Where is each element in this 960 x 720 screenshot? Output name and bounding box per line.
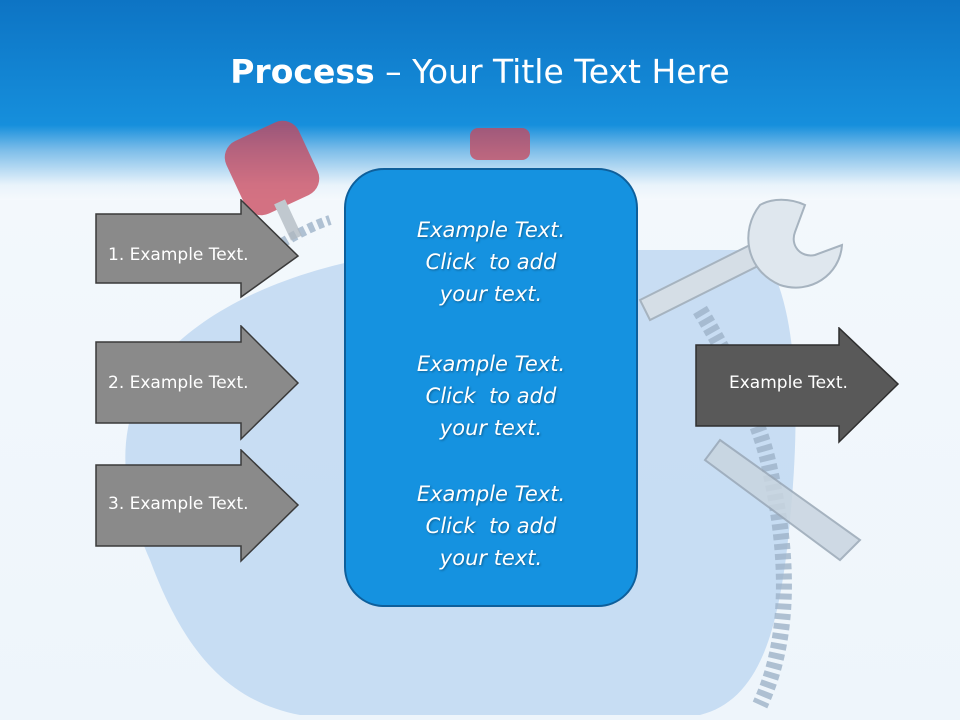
center-block-2-line-1: Example Text. [416, 352, 566, 376]
center-block-2-line-2: Click to add [425, 384, 557, 408]
step-arrow-1 [95, 199, 300, 299]
center-block-3-line-1: Example Text. [416, 482, 566, 506]
wrench-icon [638, 198, 844, 322]
center-block-2: Example Text. Click to add your text. [346, 348, 636, 444]
center-block-3-line-2: Click to add [425, 514, 557, 538]
result-arrow [695, 327, 900, 444]
center-block-3: Example Text. Click to add your text. [346, 478, 636, 574]
step-arrow-3-label: 3. Example Text. [108, 494, 249, 514]
header-band: Process – Your Title Text Here [0, 0, 960, 200]
center-block-1-line-3: your text. [439, 282, 543, 306]
step-arrow-2 [95, 325, 300, 441]
center-block-1: Example Text. Click to add your text. [346, 214, 636, 310]
center-block-1-line-1: Example Text. [416, 218, 566, 242]
title-rest: – Your Title Text Here [374, 52, 730, 91]
result-arrow-label: Example Text. [729, 373, 848, 393]
center-block-3-line-3: your text. [439, 546, 543, 570]
step-arrow-1-label: 1. Example Text. [108, 245, 249, 265]
step-arrow-2-label: 2. Example Text. [108, 373, 249, 393]
center-block-1-line-2: Click to add [425, 250, 557, 274]
page-title: Process – Your Title Text Here [0, 52, 960, 91]
center-text-box: Example Text. Click to add your text. Ex… [344, 168, 638, 607]
step-arrow-3 [95, 449, 300, 563]
screwdriver-icon [224, 120, 530, 241]
center-block-2-line-3: your text. [439, 416, 543, 440]
title-bold: Process [230, 52, 375, 91]
